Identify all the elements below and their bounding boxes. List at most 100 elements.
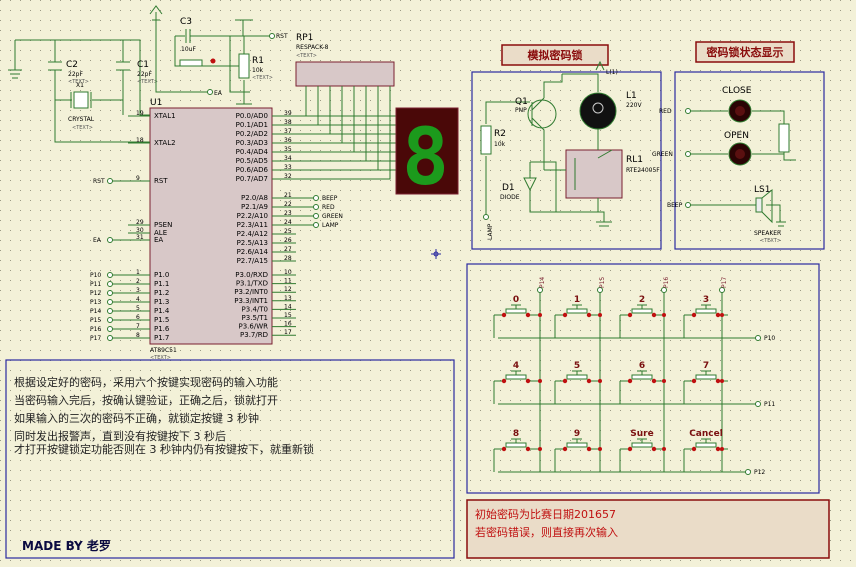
u1-pin-number: 2 [136,278,140,285]
u1-pin-number: 32 [284,173,292,180]
u1-net-label: P14 [90,308,101,315]
u1-pin-number: 13 [284,295,292,302]
u1-text: <TEXT> [150,355,171,361]
status-green-label: GREEN [652,151,673,158]
u1-pin-name: PSEN [154,221,172,229]
u1-pin-name: P0.0/AD0 [236,112,268,120]
u1-pin-name: P1.4 [154,307,170,315]
ls1-label: LS1 [754,185,770,195]
u1-pin-number: 17 [284,329,292,336]
keypad-column-label: P16 [663,277,670,288]
u1-pin-number: 11 [284,278,292,285]
u1-pin-name: XTAL2 [154,139,176,147]
keypad-column-label: P14 [539,277,546,288]
note-panel: 初始密码为比赛日期201657 若密码错误，则直接再次输入 [466,499,830,559]
keypad-key-label: Cancel [689,429,723,439]
status-panel-title: 密码锁状态显示 [707,45,784,59]
rl1-part: RTE24005F [626,167,660,174]
keypad-key-label: 4 [513,361,519,371]
u1-pin-number: 18 [136,137,144,144]
u1-pin-number: 19 [136,110,144,117]
keypad-key-button[interactable]: 0 [493,295,542,338]
rl1-label: RL1 [626,155,643,165]
u1-net-label: P15 [90,317,101,324]
seg-digit: 8 [402,113,449,203]
keypad-key-label: 8 [513,429,519,439]
l1-node: L(1) [606,69,618,76]
u1-pin-name: P3.6/WR [239,323,269,331]
keypad-column-terminal [719,287,725,293]
u1-net-label: RST [93,178,105,185]
u1-pin-number: 38 [284,119,292,126]
keypad-key-label: Sure [630,429,653,439]
r2-label: R2 [494,129,506,139]
u1-pin-name: ALE [154,229,167,237]
keypad-key-button[interactable]: 9 [554,429,602,472]
u1-pin-number: 34 [284,155,292,162]
keypad-key-button[interactable]: 8 [493,429,542,472]
l1-label: L1 [626,91,637,101]
u1-net-terminal [107,326,113,332]
u1-pin-name: P2.3/A11 [237,221,268,229]
keypad-key-button[interactable]: 3 [683,295,728,338]
u1-pin-number: 23 [284,210,292,217]
u1-pin-name: P1.0 [154,271,169,279]
u1-pin-number: 36 [284,137,292,144]
u1-net-label: P17 [90,335,101,342]
keypad-column-terminal [661,287,667,293]
r1-label: R1 [252,56,264,66]
r2-value: 10k [494,141,506,148]
u1-pin-name: EA [154,236,163,244]
u1-pin-name: XTAL1 [154,112,176,120]
u1-net-label: P16 [90,326,101,333]
note-line-1: 初始密码为比赛日期201657 [475,507,616,521]
keypad-key-button[interactable]: 6 [619,361,666,404]
keypad-key-button[interactable]: Sure [619,429,666,472]
u1-right-pins: 39P0.0/AD038P0.1/AD137P0.2/AD236P0.3/AD3… [234,110,296,339]
u1-pin-name: P2.7/A15 [237,257,268,265]
u1-net-terminal [107,335,113,341]
status-panel: 密码锁状态显示 RED GREEN CLOSE OPEN BEEP LS1 SP… [652,41,825,250]
c1-label: C1 [137,60,149,70]
keypad-key-button[interactable]: 7 [683,361,728,404]
c3-label: C3 [180,17,192,27]
u1-pin-name: P1.1 [154,280,169,288]
rp1-part: RESPACK-8 [296,44,329,51]
desc-line-1: 根据设定好的密码，采用六个按键实现密码的输入功能 [14,375,278,389]
desc-line-4: 同时发出报警声，直到没有按键按下 3 秒后 [14,429,226,443]
u1-pin-number: 30 [136,227,144,234]
desc-line-2: 当密码输入完后，按确认键验证，正确之后，锁就打开 [14,393,278,407]
u1-pin-number: 1 [136,269,140,276]
u1-pin-name: P3.4/T0 [242,305,268,313]
u1-pin-name: P2.2/A10 [237,212,268,220]
u1-pin-number: 4 [136,296,140,303]
l1-value: 220V [626,102,642,109]
c2-value: 22pF [68,71,83,78]
open-label: OPEN [724,131,749,141]
u1-pin-number: 33 [284,164,292,171]
keypad-key-button[interactable]: 4 [493,361,542,404]
u1-pin-name: P1.2 [154,289,169,297]
u1-pin-name: P3.5/T1 [242,314,268,322]
u1-pin-number: 29 [136,219,144,226]
x1-text: <TEXT> [72,125,93,131]
u1-net-terminal [107,272,113,278]
keypad-key-button[interactable]: 2 [619,295,666,338]
u1-pin-number: 12 [284,286,292,293]
lock-panel: 模拟密码锁 LAMP R2 10k Q1 PNP L(1) L1 220V RL… [471,44,662,250]
keypad-key-button[interactable]: Cancel [683,429,728,472]
u1-pin-number: 25 [284,228,292,235]
description-panel: 根据设定好的密码，采用六个按键实现密码的输入功能 当密码输入完后，按确认键验证，… [5,359,455,559]
net-beep: BEEP [322,195,338,202]
rp1-label: RP1 [296,33,313,43]
u1-net-terminal [107,317,113,323]
u1-pin-name: P1.5 [154,316,169,324]
keypad-row-label: P11 [764,401,775,408]
x1-part: CRYSTAL [68,116,95,123]
ls1-part: SPEAKER [754,230,781,237]
keypad-key-button[interactable]: 5 [554,361,602,404]
keypad-column-label: P17 [721,277,728,288]
keypad-key-button[interactable]: 1 [554,295,602,338]
